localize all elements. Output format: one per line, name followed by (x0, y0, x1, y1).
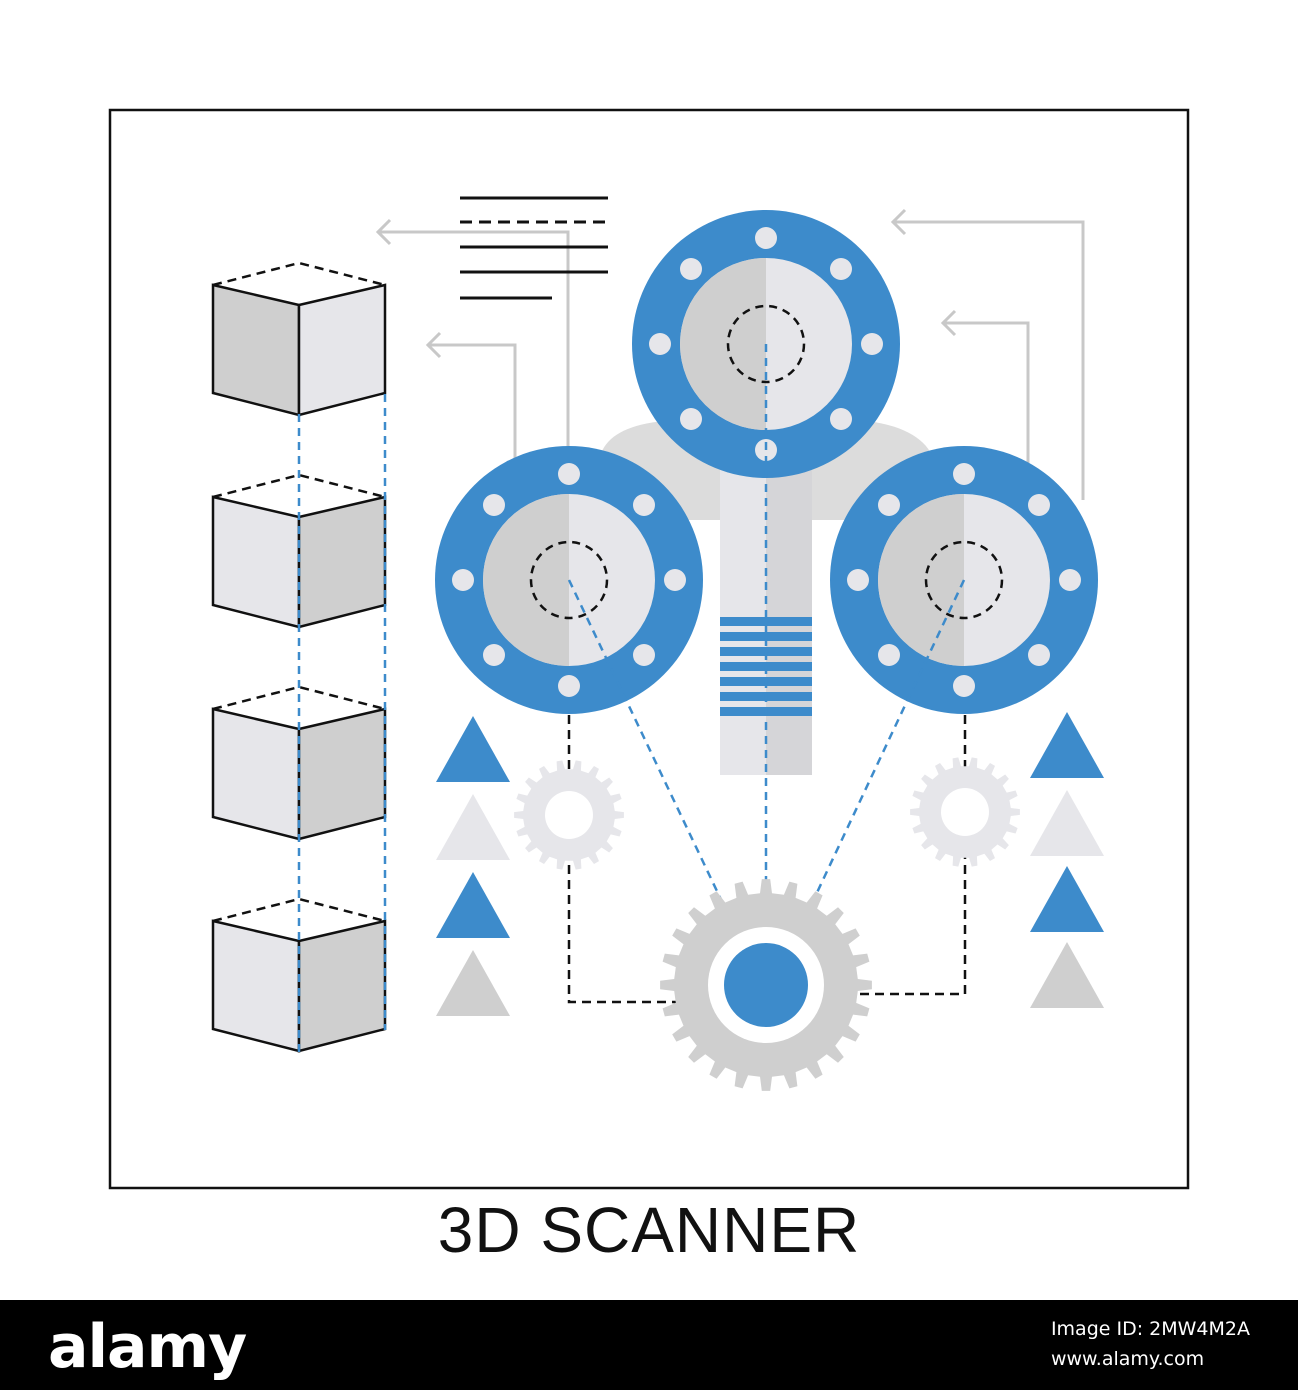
text-lines-icon (460, 196, 608, 300)
cube-guides (297, 394, 387, 1052)
main-gear-icon (660, 879, 872, 1091)
site-link[interactable]: www.alamy.com (1050, 1348, 1205, 1370)
arrow-connectors (375, 208, 1085, 500)
image-id-label: Image ID: 2MW4M2A (1050, 1318, 1250, 1340)
small-gear-right-icon (910, 757, 1020, 867)
scanner-illustration (108, 108, 1190, 1190)
cube-stack (211, 261, 387, 1053)
small-gear-left-icon (514, 760, 624, 870)
brand-logo: alamy (48, 1312, 247, 1382)
footer-bar: alamy Image ID: 2MW4M2A www.alamy.com (0, 1300, 1298, 1390)
triangles-left (436, 716, 510, 1016)
footer-meta: Image ID: 2MW4M2A www.alamy.com (1051, 1314, 1250, 1374)
cube-icon (211, 685, 387, 841)
scan-beams (567, 344, 966, 951)
cube-icon (211, 897, 387, 1053)
cube-icon (211, 261, 387, 417)
cube-icon (211, 473, 387, 629)
triangles-right (1030, 712, 1104, 1008)
frame (108, 108, 1190, 1190)
page-title: 3D SCANNER (437, 1194, 861, 1266)
